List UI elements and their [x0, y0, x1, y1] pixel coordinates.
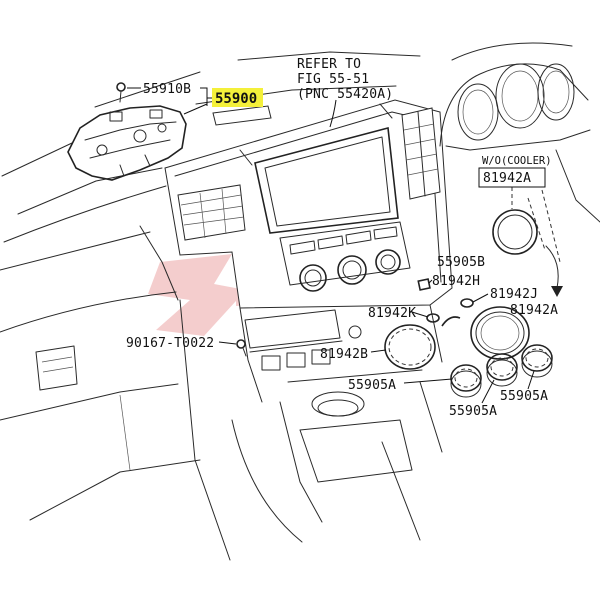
ring-81942b	[384, 324, 436, 370]
label-81942a: 81942A	[510, 303, 558, 318]
part-81942j	[460, 298, 474, 308]
lower-console	[231, 304, 443, 543]
label-81942b: 81942B	[320, 347, 368, 362]
dash-vent-slot	[212, 105, 272, 126]
part-81942h	[417, 278, 431, 291]
box-81942a	[478, 167, 546, 188]
label-55905b: 55905B	[437, 255, 485, 270]
screw-90167-t0022	[236, 339, 247, 357]
screw-55910b	[116, 82, 126, 103]
leader-lines	[127, 87, 535, 404]
label-fig-ref: FIG 55-51	[297, 72, 369, 87]
knob-55905a-left	[450, 364, 482, 398]
label-90167-t0022: 90167-T0022	[126, 336, 214, 351]
label-pnc-ref: (PNC 55420A)	[297, 87, 393, 102]
label-55905a-2: 55905A	[449, 404, 497, 419]
part-81942k	[426, 313, 461, 327]
instrument-cluster	[439, 42, 591, 151]
watermark-swoosh	[148, 254, 246, 336]
label-81942k: 81942K	[368, 306, 416, 321]
glovebox-handle	[35, 345, 78, 391]
label-wo-cooler: W/O(COOLER)	[482, 155, 552, 167]
label-81942h: 81942H	[432, 274, 480, 289]
label-55910b: 55910B	[143, 82, 191, 97]
ring-81942a-upper	[492, 209, 538, 255]
dashboard-outline	[0, 51, 421, 561]
highlight-box-55900	[212, 88, 263, 107]
label-refer-to: REFER TO	[297, 57, 361, 72]
label-55905a-3: 55905A	[500, 389, 548, 404]
label-81942j: 81942J	[490, 287, 538, 302]
display-screen	[254, 126, 399, 234]
ring-81942a-lower	[470, 306, 530, 360]
part-55900-highlighted	[67, 105, 187, 181]
label-81942a-boxed: 81942A	[483, 171, 531, 186]
climate-control-panel	[279, 221, 411, 292]
knob-55905a-right	[521, 344, 553, 378]
label-55905a-1: 55905A	[348, 378, 396, 393]
left-air-vent	[177, 184, 246, 241]
knob-55905a-middle	[486, 353, 518, 387]
arrow-head	[551, 286, 563, 297]
steering-column-area	[527, 149, 600, 297]
right-air-vent	[401, 107, 441, 200]
label-55900: 55900	[215, 91, 257, 107]
